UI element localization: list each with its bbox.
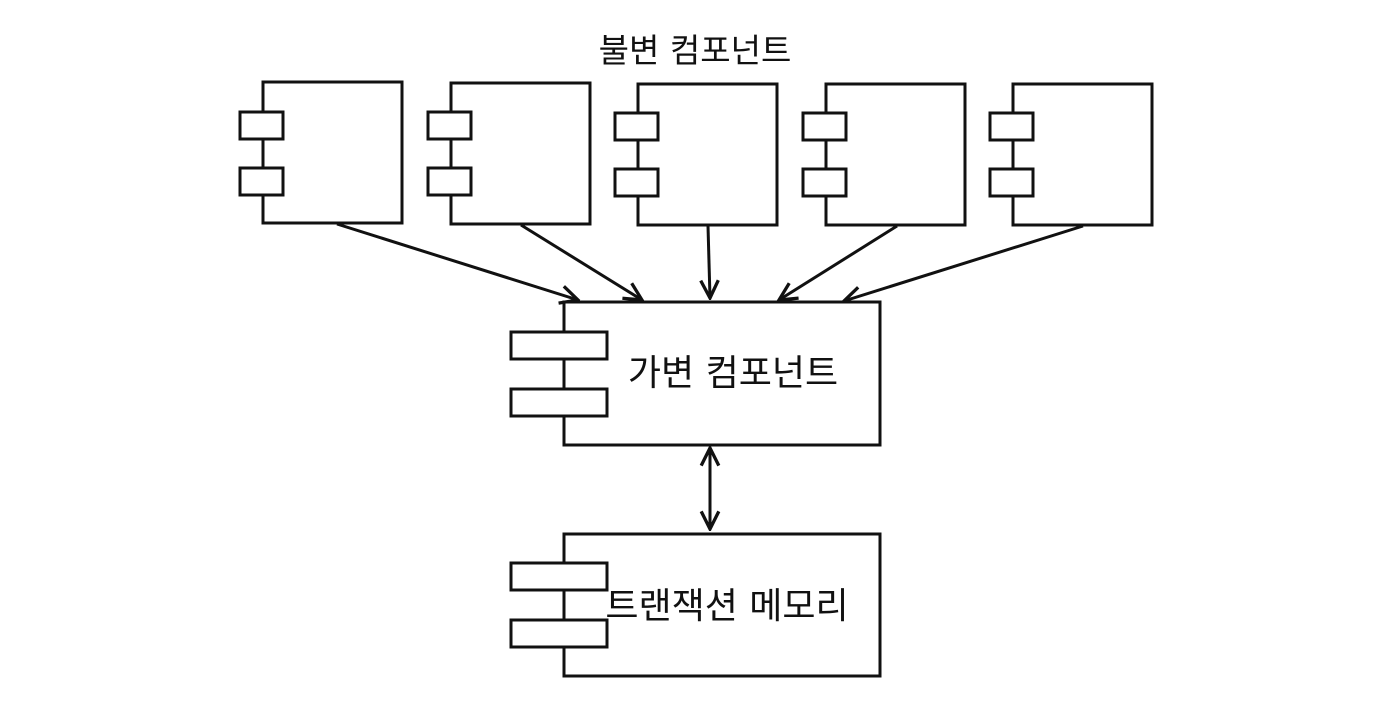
component-port-top	[613, 111, 660, 142]
immutable-component-5	[988, 82, 1154, 227]
arrow-c3-to-mutable	[708, 225, 710, 298]
component-port-bottom	[509, 387, 609, 418]
component-body	[261, 80, 404, 225]
component-port-bottom	[509, 618, 609, 649]
component-port-bottom	[988, 167, 1035, 198]
component-port-bottom	[426, 166, 473, 197]
arrow-c1-to-mutable	[336, 222, 578, 300]
transactional-memory-component: 트랜잭션 메모리	[509, 532, 882, 678]
immutable-component-2	[426, 81, 592, 226]
component-port-top	[801, 111, 848, 142]
immutable-component-1	[238, 80, 404, 225]
component-body	[449, 81, 592, 226]
dependency-arrows	[336, 222, 1084, 301]
immutable-component-3	[613, 82, 779, 227]
component-port-top	[509, 330, 609, 361]
component-body	[562, 532, 882, 678]
mutable-component: 가변 컴포넌트	[509, 300, 882, 447]
component-body	[824, 82, 967, 227]
immutable-components-title: 불변 컴포넌트	[599, 31, 792, 70]
component-port-top	[988, 111, 1035, 142]
mutable-component-label: 가변 컴포넌트	[628, 353, 838, 394]
arrow-c2-to-mutable	[520, 223, 642, 300]
component-port-top	[426, 110, 473, 141]
component-body	[562, 300, 882, 447]
arrow-c5-to-mutable	[844, 224, 1084, 301]
component-port-bottom	[801, 167, 848, 198]
transactional-memory-label: 트랜잭션 메모리	[605, 586, 848, 627]
component-port-bottom	[238, 166, 285, 197]
component-port-top	[238, 110, 285, 141]
component-port-bottom	[613, 167, 660, 198]
component-body	[1011, 82, 1154, 227]
immutable-component-4	[801, 82, 967, 227]
component-body	[636, 82, 779, 227]
arrow-c4-to-mutable	[779, 224, 898, 300]
component-port-top	[509, 561, 609, 592]
